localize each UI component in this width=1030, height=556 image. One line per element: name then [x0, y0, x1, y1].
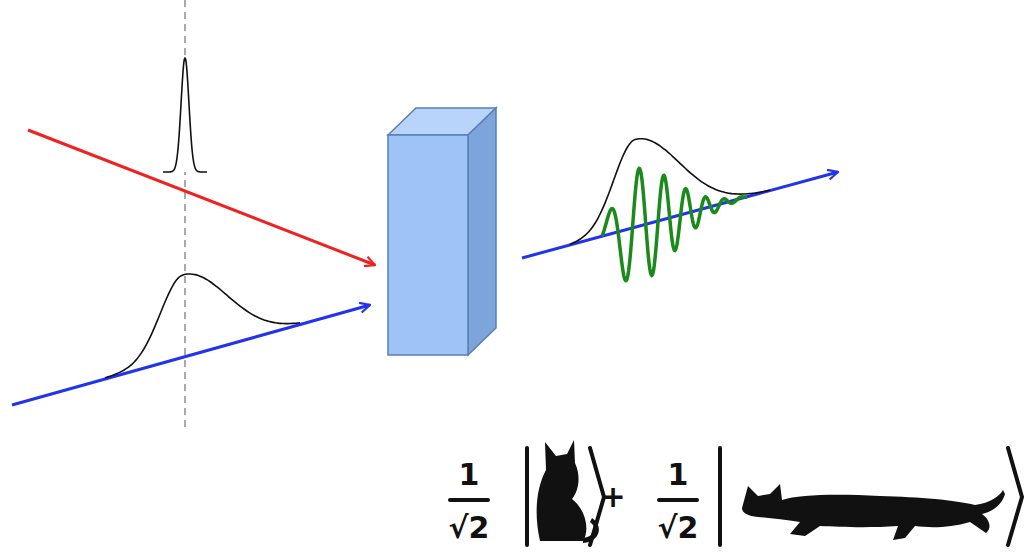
fraction-numerator: 1 [459, 460, 480, 490]
crystal [388, 108, 496, 355]
pump-pulse [163, 58, 207, 172]
sitting-cat [537, 440, 599, 543]
pump-beam [28, 130, 375, 265]
fraction-denominator: √2 [449, 513, 490, 543]
plus-sign: + [600, 482, 625, 512]
cat-state-kets [450, 448, 1022, 545]
lying-cat [742, 484, 1005, 540]
fraction-numerator: 1 [668, 460, 689, 490]
probe-pulse [105, 274, 300, 378]
field-oscillation [602, 168, 747, 280]
probe-beam [12, 305, 370, 405]
fraction-denominator: √2 [658, 513, 699, 543]
